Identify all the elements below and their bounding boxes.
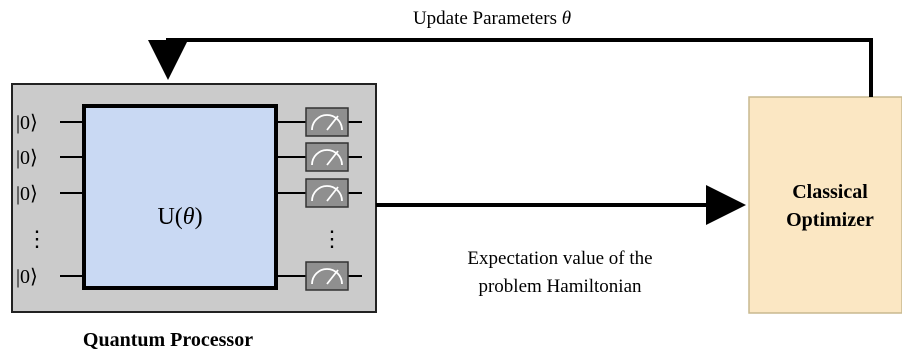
quantum-processor-label: Quantum Processor [83, 329, 253, 351]
meter-icon [305, 142, 349, 172]
qubit-vdots-left: ⋮ [26, 226, 48, 251]
feedback-label: Update Parameters θ [413, 8, 571, 29]
expectation-label-line1: Expectation value of the [467, 248, 652, 269]
feedback-arrow [148, 38, 873, 97]
meter-vdots: ⋮ [321, 226, 343, 251]
meter-icon [305, 107, 349, 137]
optimizer-label-line2: Optimizer [786, 209, 874, 231]
unitary-block [82, 104, 278, 290]
qubit-inputs: |0⟩ |0⟩ |0⟩ ⋮ |0⟩ [16, 112, 84, 288]
unitary-label: U(θ) [157, 204, 202, 230]
qubit-ket-2: |0⟩ [16, 147, 38, 169]
qubit-ket-4: |0⟩ [16, 266, 38, 288]
optimizer-label-line1: Classical [792, 181, 868, 203]
meter-icon [305, 178, 349, 208]
meter-icon [305, 261, 349, 291]
measurements: ⋮ [276, 107, 362, 291]
qubit-ket-3: |0⟩ [16, 183, 38, 205]
expectation-label-line2: problem Hamiltonian [478, 276, 642, 297]
classical-optimizer-block [748, 96, 902, 314]
qubit-ket-1: |0⟩ [16, 112, 38, 134]
